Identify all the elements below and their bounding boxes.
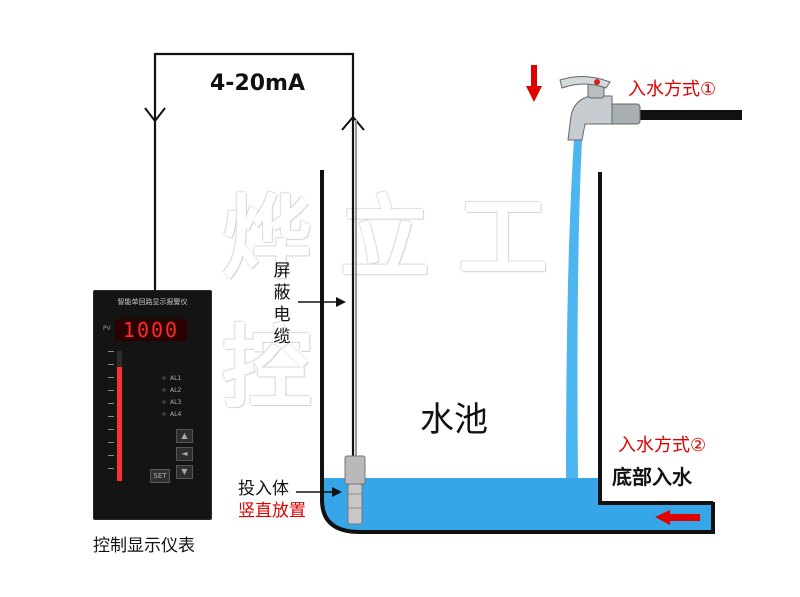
sensor-label: 投入体 (238, 479, 289, 499)
meter-led (162, 388, 166, 392)
meter-bar-ticks (108, 351, 114, 481)
meter-set-button[interactable]: SET (150, 469, 170, 483)
pool-label: 水池 (420, 400, 488, 440)
left-arrow-icon (655, 510, 700, 525)
meter-level-fill (117, 366, 122, 481)
meter-display-tag: PV (103, 325, 111, 332)
meter-up-button[interactable]: ▲ (176, 429, 193, 443)
sensor-probe-icon (344, 455, 366, 525)
meter-led-label: AL4 (170, 411, 182, 418)
signal-loop-wire (153, 52, 355, 456)
sensor-pointer-arrow (296, 487, 342, 497)
inlet-method-1-label: 入水方式① (628, 79, 717, 100)
faucet-icon (559, 76, 742, 141)
water-stream (566, 140, 582, 478)
meter-down-button[interactable]: ▼ (176, 465, 193, 479)
meter-led-label: AL1 (170, 375, 182, 382)
meter-led-label: AL2 (170, 387, 182, 394)
tank-wall-right (598, 172, 713, 505)
tank-wall-left (320, 170, 715, 534)
down-arrow-icon (526, 65, 542, 102)
bottom-inlet-label: 底部入水 (612, 465, 692, 489)
meter-left-button[interactable]: ◄ (176, 447, 193, 461)
control-display-instrument: 智能单回路显示报警仪 PV 1000 AL1 AL2 AL3 AL4 ▲ ◄ ▼… (93, 290, 212, 520)
cable-label: 屏 蔽 电 缆 (270, 260, 294, 348)
cable-label-char: 蔽 (273, 283, 291, 303)
cable-label-char: 电 (273, 305, 291, 325)
meter-led-label: AL3 (170, 399, 182, 406)
meter-led (162, 376, 166, 380)
meter-header: 智能单回路显示报警仪 (117, 298, 188, 306)
watermark: 烨立工控 (222, 186, 576, 421)
instrument-label: 控制显示仪表 (93, 536, 195, 556)
vertical-placement-label: 竖直放置 (238, 501, 306, 521)
cable-label-char: 屏 (273, 261, 291, 281)
meter-led (162, 400, 166, 404)
loop-down-arrow-icon (144, 107, 166, 123)
inlet-method-2-label: 入水方式② (618, 435, 707, 456)
cable-up-arrow-icon (341, 115, 365, 131)
signal-label: 4-20mA (210, 71, 306, 96)
cable-pointer-arrow (298, 297, 346, 307)
meter-led (162, 412, 166, 416)
meter-display-value: 1000 (115, 319, 187, 341)
meter-level-bar (117, 351, 122, 481)
water-body (322, 478, 713, 532)
cable-label-char: 缆 (273, 327, 291, 347)
